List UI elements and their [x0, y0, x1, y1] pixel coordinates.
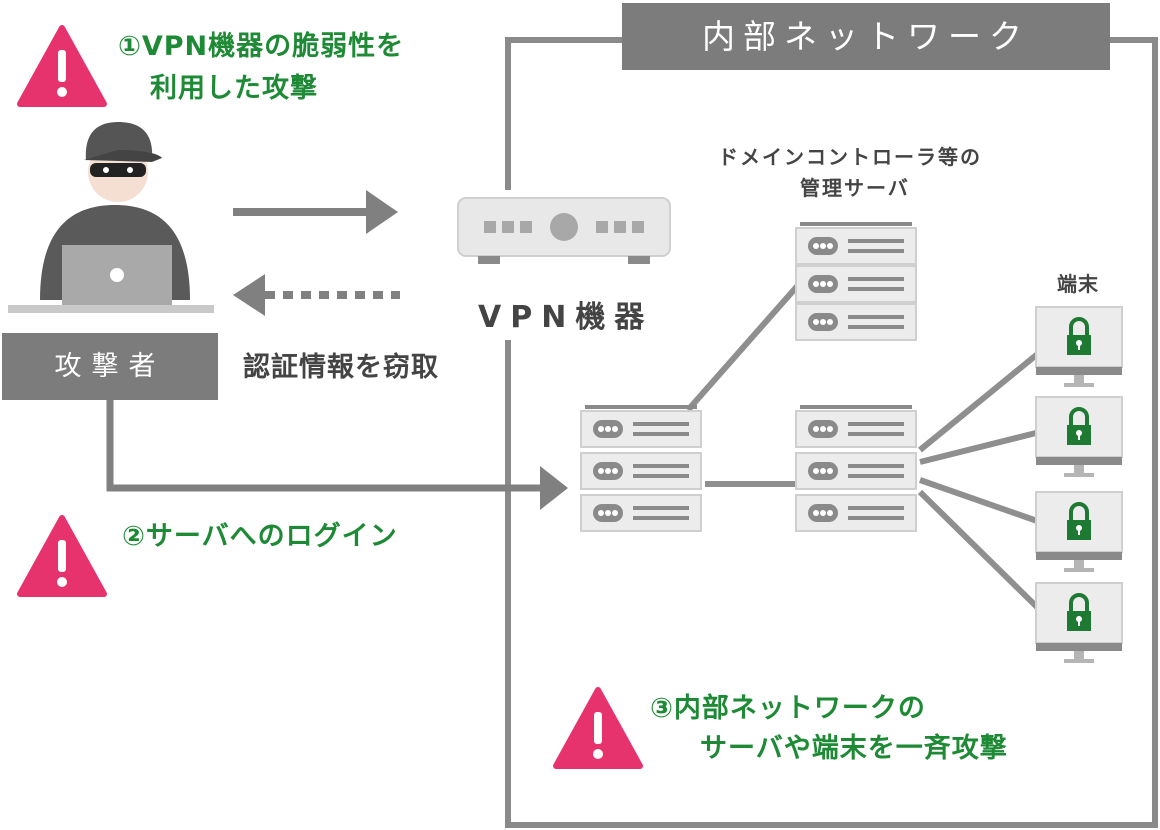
- warning-icon-3: [556, 690, 640, 766]
- locked-monitor-icon-4: [1034, 581, 1124, 665]
- step2-label: ②サーバへのログイン: [122, 521, 398, 552]
- vpn-device-icon: [457, 197, 671, 264]
- vpn-device-label: VPN機器: [478, 300, 654, 335]
- hacker-icon: [8, 122, 214, 313]
- locked-monitor-icon-3: [1034, 490, 1124, 574]
- credential-theft-label: 認証情報を窃取: [243, 352, 439, 383]
- warning-icon-1: [20, 28, 104, 104]
- locked-monitor-icon-2: [1034, 395, 1124, 479]
- credential-arrow-head: [233, 274, 265, 316]
- network-connections: [685, 281, 1043, 613]
- step1-line2: 利用した攻撃: [150, 73, 318, 104]
- server-icon-gateway: [580, 405, 702, 532]
- server-icon-domain-controller: [795, 222, 917, 341]
- locked-monitor-icon-1: [1034, 305, 1124, 389]
- step3-line1: ③内部ネットワークの: [650, 693, 926, 724]
- attack-arrow-head: [366, 190, 398, 234]
- internal-network-frame: [505, 37, 1158, 828]
- warning-icon-2: [20, 518, 104, 594]
- step1-line1: ①VPN機器の脆弱性を: [118, 31, 405, 62]
- login-path-line: [106, 400, 545, 492]
- domain-controller-label-line1: ドメインコントローラ等の: [718, 145, 982, 169]
- internal-network-title: 内部ネットワーク: [622, 3, 1110, 70]
- step3-line2: サーバや端末を一斉攻撃: [700, 733, 1008, 764]
- domain-controller-label-line2: 管理サーバ: [800, 176, 910, 200]
- login-path-head: [540, 466, 568, 510]
- attacker-label: 攻撃者: [2, 333, 218, 400]
- server-icon-internal: [795, 405, 917, 532]
- terminal-label: 端末: [1057, 272, 1099, 296]
